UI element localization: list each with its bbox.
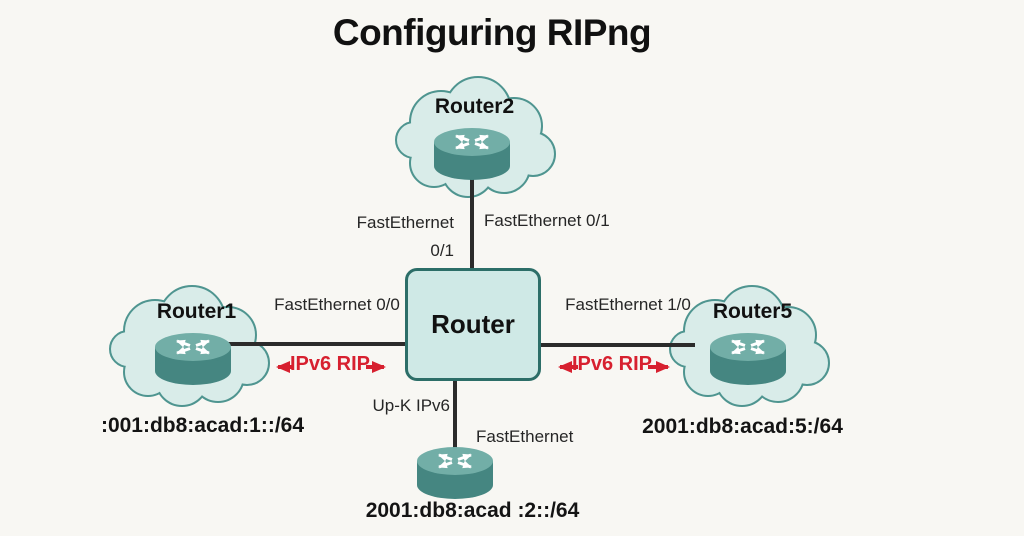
top-link-left-interface-line1: FastEthernet [356, 213, 454, 232]
bottom-router-icon [417, 447, 493, 499]
bottom-link-left-label: Up-K IPv6 [372, 396, 450, 415]
bottom-network-address: 2001:db8:acad :2::/64 [365, 499, 580, 522]
router1-label: Router1 [156, 300, 237, 323]
top-link-left-interface-label: FastEthernet 0/1 [330, 209, 454, 265]
router5-network-address: 2001:db8:acad:5:/64 [642, 415, 843, 438]
top-link-right-interface-label: FastEthernet 0/1 [484, 211, 610, 230]
bottom-link-right-label: FastEthernet [476, 427, 574, 446]
router1-network-address: :001:db8:acad:1::/64 [100, 414, 305, 437]
page-title: Configuring RIPng [332, 12, 652, 53]
ipv6-rip-left-label: IPv6 RIP [289, 353, 371, 375]
router5-router-icon [710, 333, 786, 385]
left-link-interface-label: FastEthernet 0/0 [274, 295, 400, 314]
central-router-node: Router [405, 268, 541, 381]
router5-label: Router5 [712, 300, 793, 323]
ipv6-rip-right-label: IPv6 RIP [571, 353, 653, 375]
top-link-left-interface-line2: 0/1 [430, 241, 454, 261]
central-router-label: Router [431, 309, 515, 339]
router1-router-icon [155, 333, 231, 385]
router2-label: Router2 [434, 95, 515, 118]
right-link-interface-label: FastEthernet 1/0 [565, 295, 691, 314]
router2-router-icon [434, 128, 510, 180]
